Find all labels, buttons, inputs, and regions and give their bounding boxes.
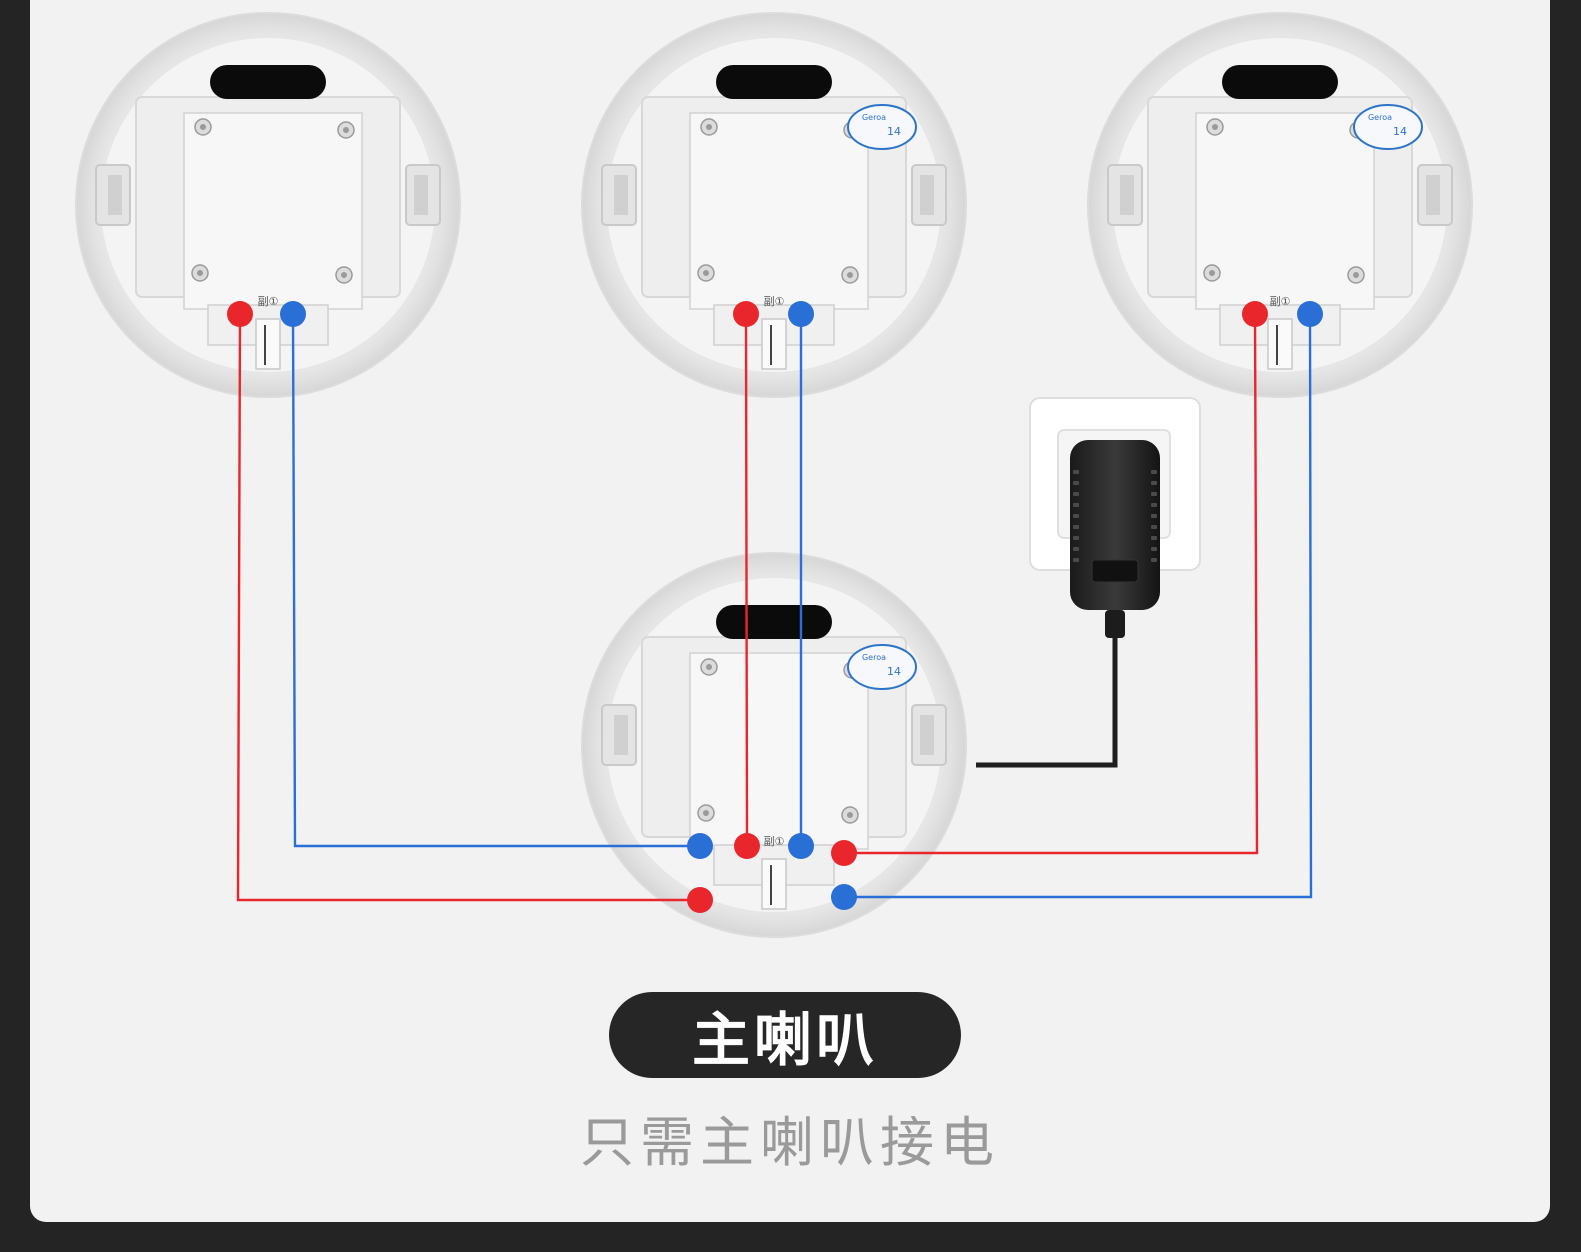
wiring: [236, 313, 1313, 902]
negative-terminal: [788, 833, 814, 859]
terminal-label: 副①: [764, 835, 785, 848]
diagram-caption: 只需主喇叭接电: [580, 1111, 1000, 1174]
terminals: [227, 301, 1323, 913]
main-speaker-label: 主喇叭: [691, 1006, 878, 1074]
positive-terminal: [734, 833, 760, 859]
positive-wire: [236, 313, 700, 902]
terminal-label: 副①: [258, 295, 279, 308]
positive-terminal: [733, 301, 759, 327]
negative-wire: [844, 313, 1313, 899]
positive-terminal: [1242, 301, 1268, 327]
terminal-label: 副①: [1270, 295, 1291, 308]
positive-terminal: [831, 840, 857, 866]
negative-terminal: [1297, 301, 1323, 327]
svg-text:Geroa: Geroa: [862, 653, 886, 662]
power-adapter-icon: [976, 440, 1160, 768]
negative-terminal: [831, 884, 857, 910]
terminal-label: 副①: [764, 295, 785, 308]
positive-wire: [744, 313, 749, 847]
negative-terminal: [687, 833, 713, 859]
svg-text:14: 14: [887, 125, 901, 138]
negative-terminal: [788, 301, 814, 327]
svg-text:Geroa: Geroa: [1368, 113, 1392, 122]
svg-text:14: 14: [1393, 125, 1407, 138]
svg-text:Geroa: Geroa: [862, 113, 886, 122]
positive-terminal: [687, 887, 713, 913]
negative-terminal: [280, 301, 306, 327]
negative-wire: [291, 313, 700, 848]
svg-text:14: 14: [887, 665, 901, 678]
speaker-icon: 副①: [75, 12, 461, 398]
positive-terminal: [227, 301, 253, 327]
main-speaker-badge: 主喇叭: [609, 992, 961, 1078]
positive-wire: [844, 313, 1259, 855]
